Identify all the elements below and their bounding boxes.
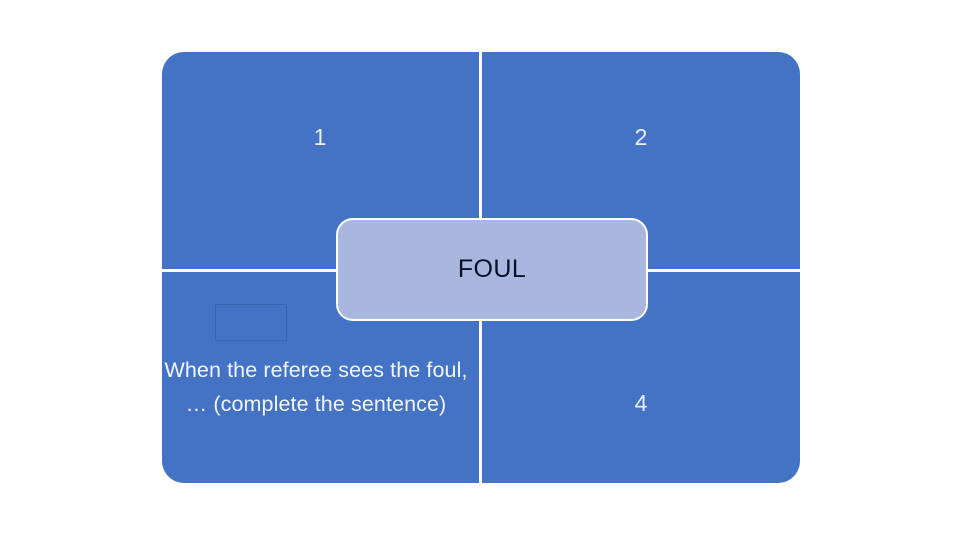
- empty-answer-box[interactable]: [215, 304, 287, 341]
- foul-callout-box: FOUL: [336, 218, 648, 321]
- quadrant-number-2: 2: [634, 124, 648, 150]
- quadrant-number-4: 4: [634, 390, 648, 416]
- prompt-text: When the referee sees the foul, … (compl…: [164, 358, 468, 416]
- quadrant-number-1: 1: [313, 124, 327, 150]
- foul-callout-label: FOUL: [457, 255, 527, 283]
